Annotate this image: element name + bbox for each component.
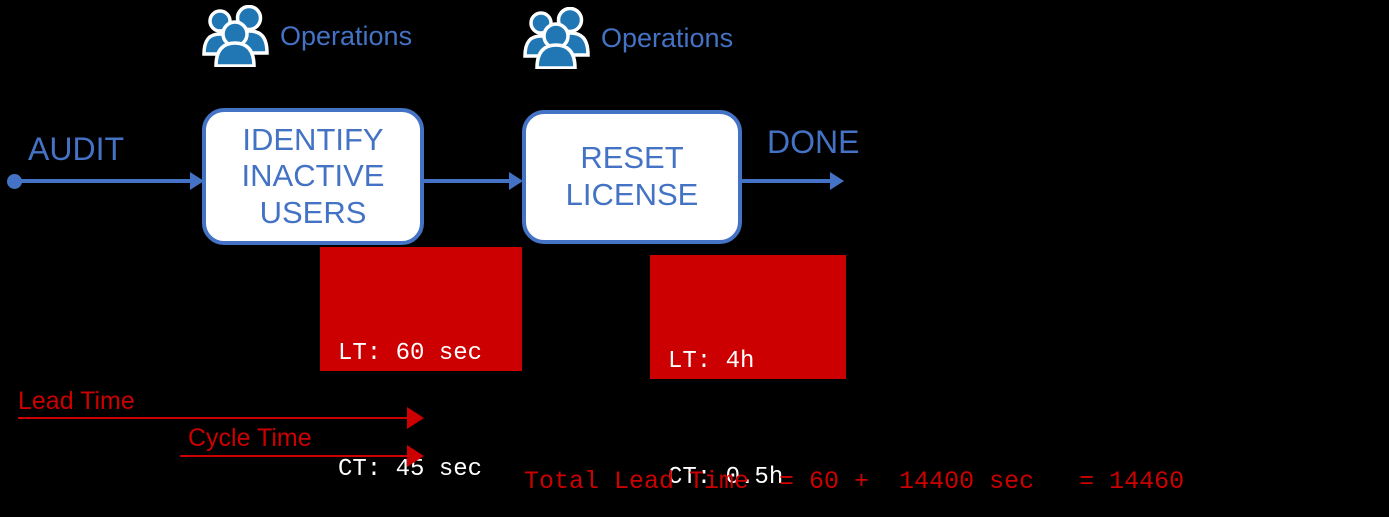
timeline-lead-time-line — [18, 417, 410, 419]
summary-calculations: Total Lead Time = 60 + 14400 sec = 14460… — [524, 392, 1214, 517]
process-box-line: LICENSE — [565, 177, 699, 212]
summary-line-total-lead-time: Total Lead Time = 60 + 14400 sec = 14460 — [524, 466, 1185, 496]
flow-arrow-middle-head — [509, 172, 523, 190]
timeline-cycle-time-head — [407, 445, 424, 467]
flow-arrow-done-line — [740, 179, 832, 183]
timeline-label-lead-time: Lead Time — [18, 387, 135, 415]
process-box-line: USERS — [259, 194, 367, 230]
process-box-identify-inactive-users[interactable]: IDENTIFY INACTIVE USERS — [202, 108, 424, 245]
process-box-reset-license[interactable]: RESET LICENSE — [522, 110, 742, 244]
process-box-line: IDENTIFY — [242, 121, 384, 157]
people-group-icon — [523, 7, 590, 69]
flow-arrow-audit-line — [14, 179, 194, 183]
people-group-icon — [202, 5, 269, 67]
timeline-cycle-time-line — [180, 455, 410, 457]
metric-box-reset-license: LT: 4h CT: 0.5h %E: 6.25% — [650, 255, 846, 491]
role-label: Operations — [280, 20, 413, 51]
metric-line-cycle-time: CT: 0.5h — [668, 464, 784, 492]
metric-box-identify-inactive-users: LT: 60 sec CT: 45 sec %E: 75% — [320, 247, 522, 483]
flow-arrow-done-head — [830, 172, 844, 190]
flow-label-audit: AUDIT — [28, 131, 124, 167]
role-group-operations-1: Operations — [200, 5, 412, 67]
metric-line-lead-time: LT: 60 sec — [338, 339, 483, 367]
flow-arrow-audit-head — [190, 172, 204, 190]
process-box-line: RESET — [580, 140, 684, 176]
metric-line-cycle-time: CT: 45 sec — [338, 456, 483, 484]
metric-line-lead-time: LT: 4h — [668, 347, 755, 375]
timeline-label-cycle-time: Cycle Time — [188, 424, 312, 452]
role-group-operations-2: Operations — [521, 7, 733, 69]
role-label: Operations — [601, 22, 734, 53]
flow-label-done: DONE — [767, 124, 860, 160]
flow-arrow-middle-line — [421, 179, 511, 183]
process-box-line: INACTIVE — [241, 158, 385, 194]
timeline-lead-time-head — [407, 407, 424, 429]
